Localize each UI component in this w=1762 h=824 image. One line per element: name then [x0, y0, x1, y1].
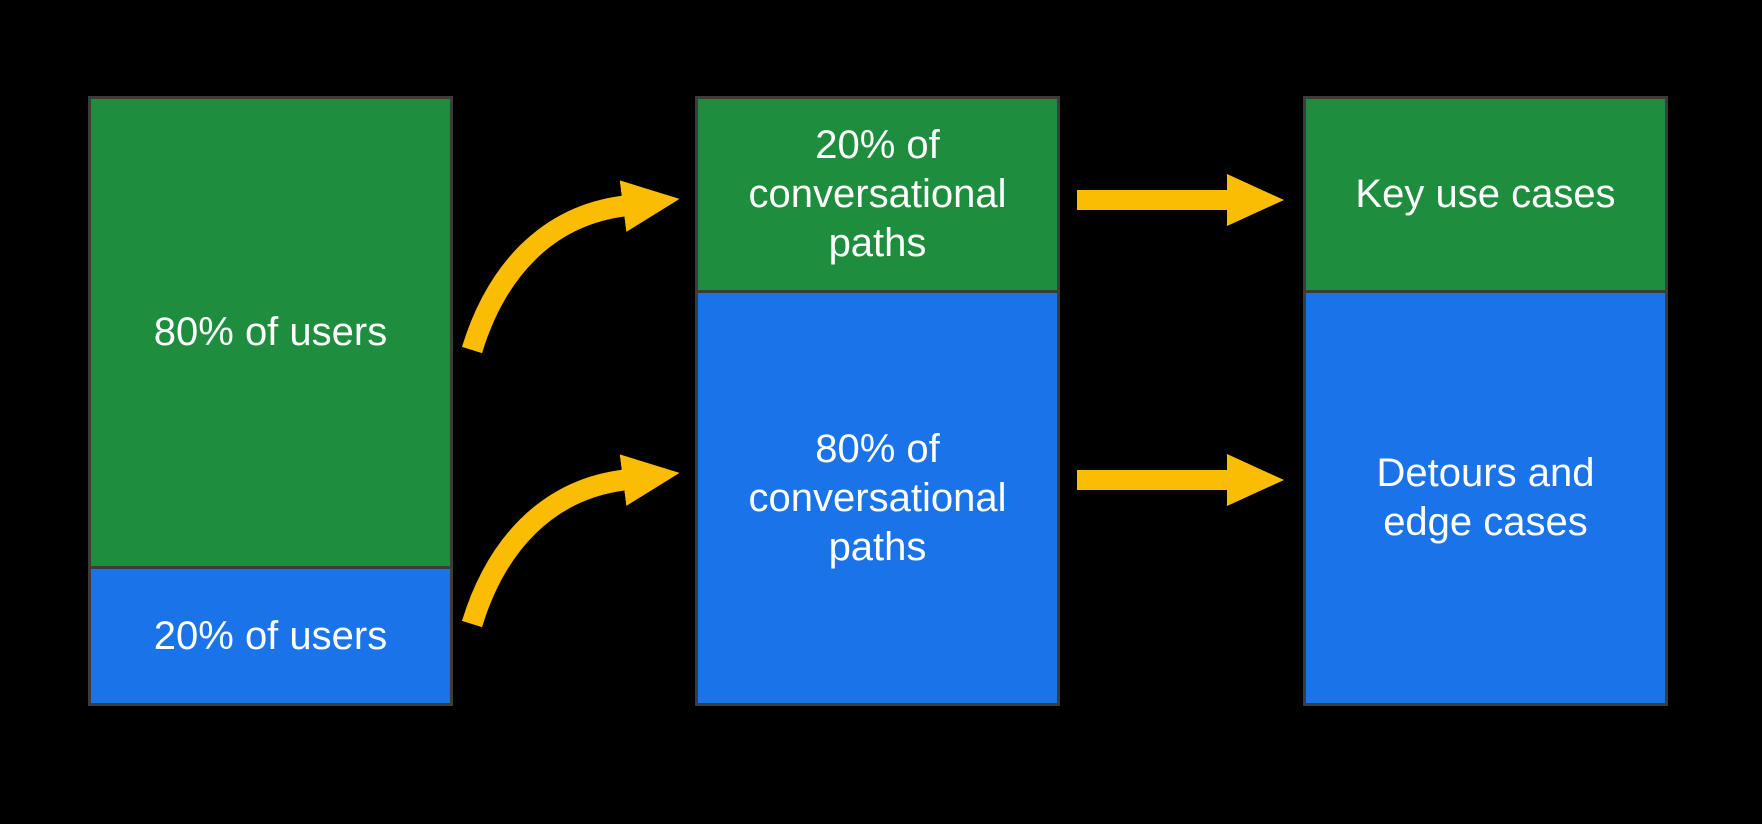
users-bar: 80% of users 20% of users — [88, 96, 453, 706]
key-use-cases-label: Key use cases — [1355, 172, 1616, 216]
users-majority-section: 80% of users — [91, 99, 450, 566]
users-minority-label: 20% of users — [153, 613, 388, 658]
users-majority-label: 80% of users — [153, 310, 388, 354]
curved-arrow-top-icon — [461, 180, 680, 354]
detours-edge-cases-label: Detours and edge cases — [1376, 451, 1595, 544]
paths-majority-label: 80% of conversational paths — [748, 426, 1007, 569]
detours-edge-cases-section: Detours and edge cases — [1306, 290, 1665, 703]
outcomes-bar: Key use cases Detours and edge cases — [1303, 96, 1668, 706]
conversational-paths-bar: 20% of conversational paths 80% of conve… — [695, 96, 1060, 706]
paths-minority-section: 20% of conversational paths — [698, 99, 1057, 290]
curved-arrow-bottom-icon — [461, 454, 680, 628]
paths-minority-label: 20% of conversational paths — [748, 123, 1007, 265]
key-use-cases-section: Key use cases — [1306, 99, 1665, 290]
paths-majority-section: 80% of conversational paths — [698, 290, 1057, 703]
users-minority-section: 20% of users — [91, 566, 450, 703]
